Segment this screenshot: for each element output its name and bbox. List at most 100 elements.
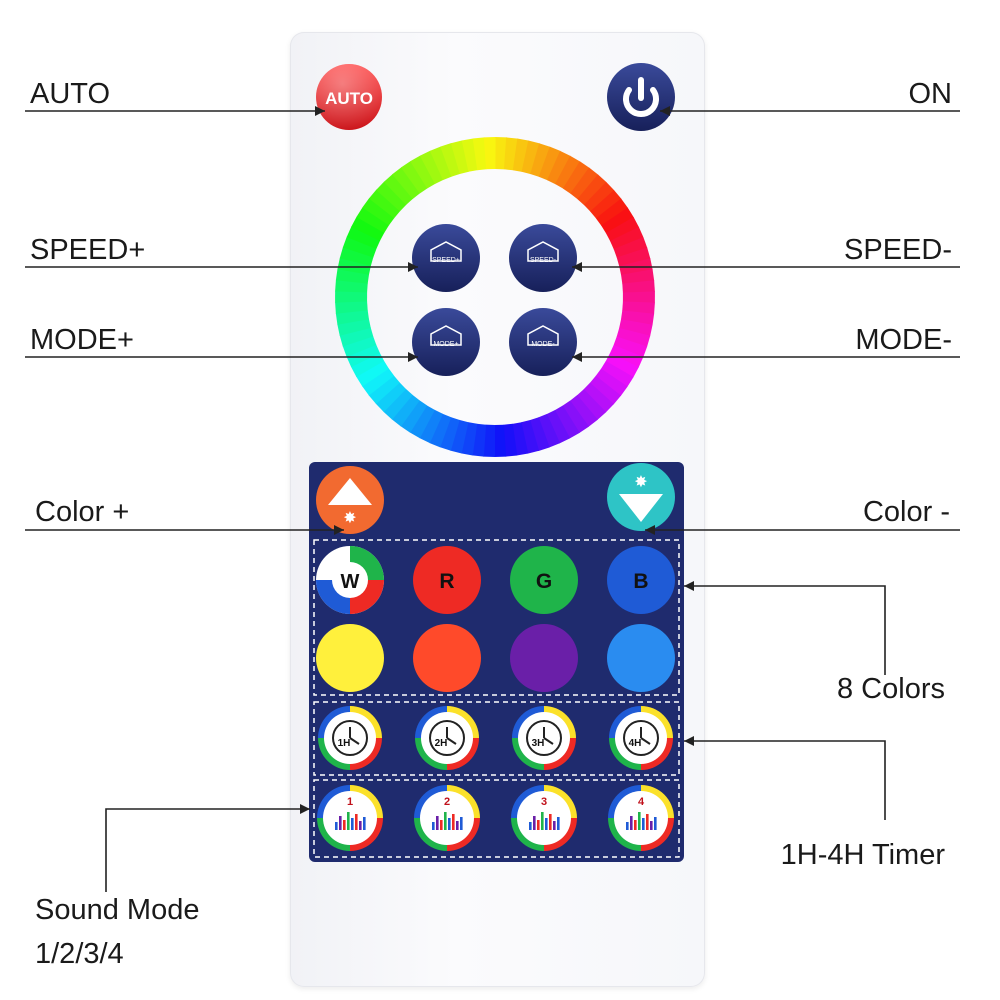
- leader-lines: [25, 110, 960, 892]
- equalizer-bar: [343, 820, 346, 830]
- timer-button[interactable]: 2H: [415, 706, 479, 770]
- equalizer-bar: [452, 814, 455, 830]
- ring-segment: [576, 389, 607, 420]
- timer-button-label: 1H: [338, 738, 351, 749]
- equalizer-bar: [448, 818, 451, 830]
- ring-segment: [616, 327, 651, 347]
- yellow-button[interactable]: [316, 624, 384, 692]
- sound-mode-button[interactable]: 2: [414, 785, 480, 851]
- mode-minus-button-label: MODE-: [531, 341, 555, 348]
- ring-segment: [538, 413, 561, 448]
- sound-mode-button[interactable]: 1: [317, 785, 383, 851]
- ring-segment: [350, 352, 385, 377]
- sound-mode-number: 1: [347, 796, 353, 808]
- ring-segment: [362, 198, 395, 226]
- equalizer-bar: [537, 820, 540, 830]
- ring-segment: [583, 382, 614, 413]
- ring-segment: [368, 375, 400, 405]
- ring-segment: [335, 309, 369, 325]
- ring-segment: [342, 336, 377, 357]
- ring-segment: [555, 155, 581, 189]
- equalizer-icon: [626, 812, 657, 830]
- timer-button[interactable]: 4H: [609, 706, 673, 770]
- equalizer-bar: [347, 812, 350, 830]
- speed-plus-button-label: SPEED+: [432, 257, 460, 264]
- sound-button-face: [323, 791, 377, 845]
- ring-segment: [547, 150, 571, 185]
- mode-plus-callout: MODE+: [30, 324, 134, 356]
- ring-segment: [570, 167, 599, 200]
- ring-segment: [583, 181, 615, 212]
- ring-segment: [375, 382, 407, 413]
- ring-segment: [613, 336, 648, 358]
- color-plus-button[interactable]: ✸: [316, 466, 384, 534]
- ring-segment: [622, 280, 655, 293]
- auto-button[interactable]: AUTO: [316, 64, 382, 130]
- ring-segment: [494, 424, 507, 457]
- ring-segment: [335, 301, 368, 314]
- timer-button[interactable]: 3H: [512, 706, 576, 770]
- sound-mode-number: 2: [444, 796, 450, 808]
- ring-segment: [346, 226, 381, 250]
- sound-mode-button[interactable]: 4: [608, 785, 674, 851]
- ring-segment: [356, 207, 390, 233]
- equalizer-bar: [351, 818, 354, 830]
- timer-button-label: 4H: [629, 738, 642, 749]
- ring-segment: [376, 181, 407, 212]
- sound-button-face: [517, 791, 571, 845]
- ring-segment: [569, 395, 598, 427]
- ring-segment: [620, 310, 655, 326]
- ring-segment: [392, 167, 421, 199]
- ring-segment: [409, 405, 435, 439]
- sound-button-face: [420, 791, 474, 845]
- ring-segment: [439, 417, 460, 451]
- equalizer-bar: [557, 817, 560, 830]
- speed-plus-button[interactable]: SPEED+: [412, 224, 480, 292]
- equalizer-bar: [630, 816, 633, 830]
- timer-group-outline: [313, 701, 680, 776]
- sound-mode-number: 3: [541, 796, 547, 808]
- sky-blue-button[interactable]: [607, 624, 675, 692]
- ring-segment: [339, 247, 374, 267]
- ring-segment: [577, 174, 607, 206]
- clock-icon: [623, 720, 659, 756]
- equalizer-bar: [553, 821, 556, 830]
- sound-button-face: [614, 791, 668, 845]
- purple-button[interactable]: [510, 624, 578, 692]
- white-button[interactable]: W: [316, 546, 384, 614]
- sound-mode-number: 4: [638, 796, 645, 808]
- green-button-label: G: [536, 570, 552, 593]
- equalizer-bar: [339, 816, 342, 830]
- equalizer-bar: [363, 817, 366, 830]
- equalizer-icon: [432, 812, 463, 830]
- ring-segment: [619, 319, 653, 337]
- button-panel: [309, 462, 684, 862]
- ring-segment: [383, 174, 414, 205]
- equalizer-bar: [432, 822, 435, 830]
- equalizer-bar: [440, 820, 443, 830]
- timer-button[interactable]: 1H: [318, 706, 382, 770]
- sound-mode-button[interactable]: 3: [511, 785, 577, 851]
- orange-button[interactable]: [413, 624, 481, 692]
- equalizer-bar: [359, 821, 362, 830]
- blue-button[interactable]: B: [607, 546, 675, 614]
- ring-segment: [589, 375, 622, 405]
- color-wheel-ring: [335, 137, 655, 457]
- clock-icon: [332, 720, 368, 756]
- ring-segment: [530, 143, 551, 177]
- green-button[interactable]: G: [510, 546, 578, 614]
- color-minus-button[interactable]: ✸: [607, 463, 675, 531]
- equalizer-bar: [646, 814, 649, 830]
- mode-minus-button[interactable]: MODE-: [509, 308, 577, 376]
- red-button[interactable]: R: [413, 546, 481, 614]
- mode-plus-button[interactable]: MODE+: [412, 308, 480, 376]
- color-minus-callout: Color -: [862, 496, 950, 528]
- equalizer-bar: [335, 822, 338, 830]
- equalizer-bar: [529, 822, 532, 830]
- power-button[interactable]: [607, 63, 675, 131]
- arrowheads: [300, 106, 694, 814]
- ring-segment: [419, 150, 444, 184]
- speed-minus-button[interactable]: SPEED-: [509, 224, 577, 292]
- equalizer-bar: [634, 820, 637, 830]
- timer-callout: 1H-4H Timer: [780, 839, 945, 871]
